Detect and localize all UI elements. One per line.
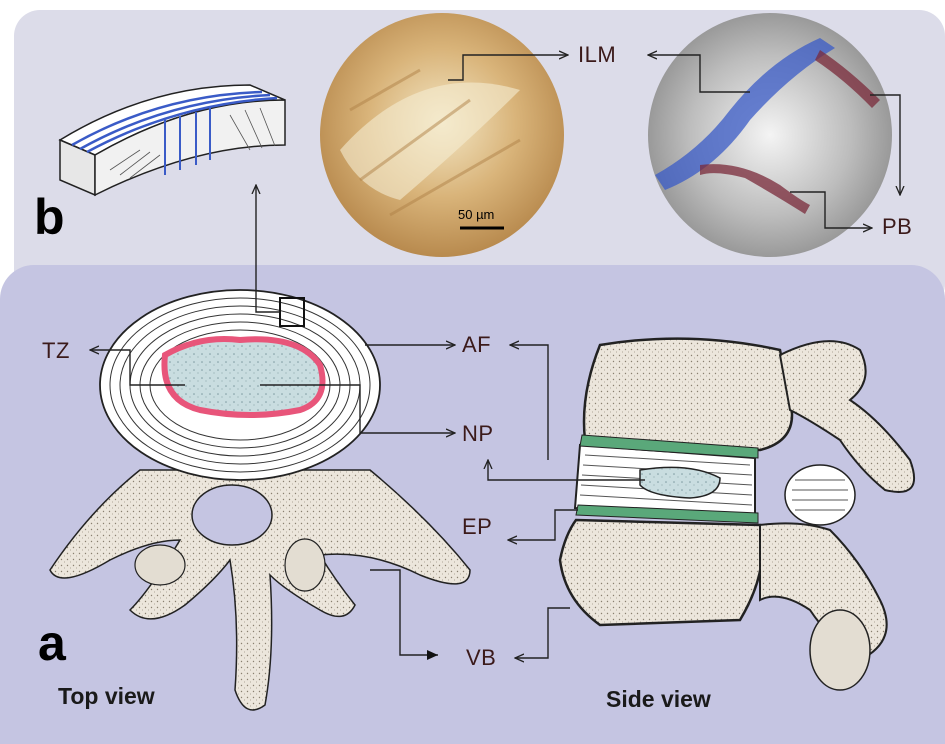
label-ilm: ILM <box>578 44 616 66</box>
label-tz: TZ <box>42 340 70 362</box>
lamellae-block <box>60 85 285 195</box>
scale-bar-label: 50 µm <box>458 208 494 221</box>
label-ep: EP <box>462 516 492 538</box>
top-view-title: Top view <box>58 685 155 708</box>
arrow-vb-top <box>370 570 438 655</box>
micrograph-light <box>320 13 564 257</box>
side-view-spine <box>560 339 914 690</box>
side-view-title: Side view <box>606 688 711 711</box>
micrograph-stained <box>648 13 892 257</box>
label-af: AF <box>462 334 491 356</box>
panel-letter-b: b <box>34 192 65 242</box>
arrow-vb-side <box>515 608 570 658</box>
label-vb: VB <box>466 647 496 669</box>
label-pb: PB <box>882 216 912 238</box>
panel-letter-a: a <box>38 618 66 668</box>
top-view-vertebra <box>50 470 470 710</box>
label-np: NP <box>462 423 494 445</box>
arrow-af-side <box>510 345 548 460</box>
